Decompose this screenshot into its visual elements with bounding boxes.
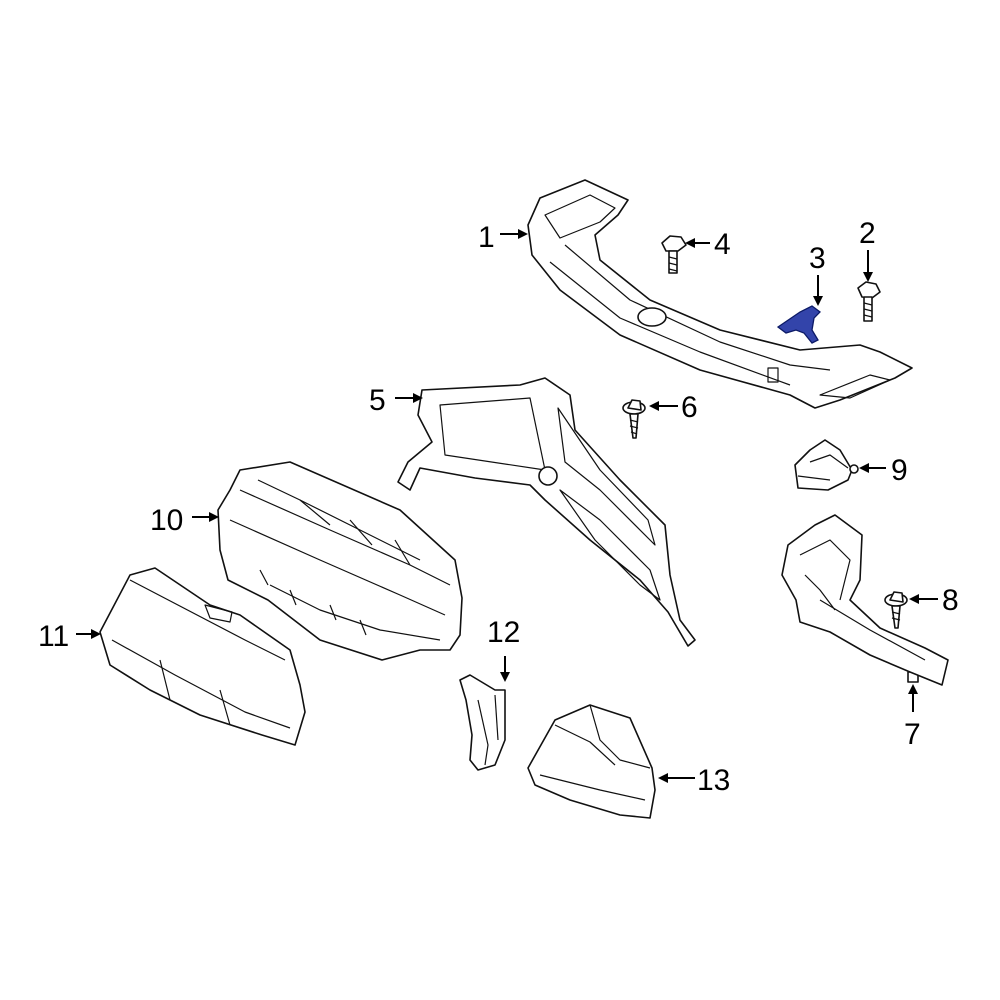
part-9-bracket[interactable] <box>794 439 859 491</box>
callout-9: 9 <box>891 454 908 487</box>
callout-3: 3 <box>809 242 826 275</box>
part-5-support-frame[interactable] <box>397 377 696 647</box>
callout-5: 5 <box>369 384 386 417</box>
part-10-duct-housing[interactable] <box>217 461 463 661</box>
callout-10: 10 <box>150 504 183 537</box>
part-4-bolt[interactable] <box>661 235 687 274</box>
callout-leaders <box>76 229 938 783</box>
part-11-air-guide[interactable] <box>99 567 306 746</box>
callout-12: 12 <box>487 616 520 649</box>
part-13-lower-duct[interactable] <box>527 704 656 819</box>
callout-8: 8 <box>942 584 959 617</box>
part-7-air-guide-arm[interactable] <box>781 514 949 686</box>
callout-4: 4 <box>714 228 731 261</box>
part-1-upper-support[interactable] <box>527 179 913 409</box>
callout-7: 7 <box>904 718 921 751</box>
part-12-side-bracket[interactable] <box>459 674 506 771</box>
callout-labels: 1 2 3 4 5 6 7 8 9 10 11 12 13 <box>38 217 959 797</box>
part-2-bolt[interactable] <box>857 281 881 322</box>
callout-11: 11 <box>38 620 69 653</box>
callout-1: 1 <box>478 221 495 254</box>
part-6-screw[interactable] <box>622 399 646 439</box>
part-8-screw[interactable] <box>884 591 908 629</box>
callout-2: 2 <box>859 217 876 250</box>
callout-6: 6 <box>681 391 698 424</box>
callout-13: 13 <box>697 764 730 797</box>
part-3-bracket[interactable] <box>776 305 821 344</box>
